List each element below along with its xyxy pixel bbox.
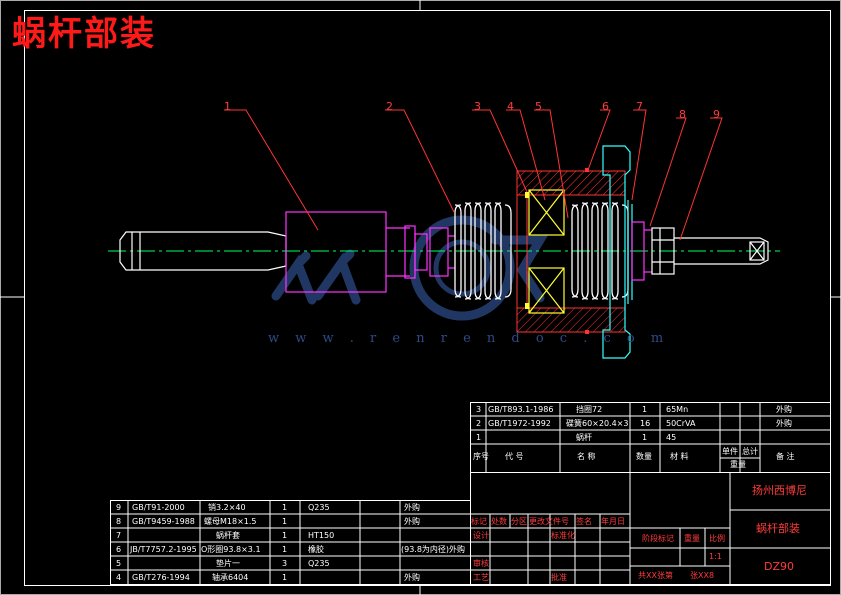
bom-code: GB/T91-2000 xyxy=(132,503,185,512)
bom-name: 挡圈72 xyxy=(576,405,603,414)
bom-seq: 2 xyxy=(476,419,482,428)
balloon-5: 5 xyxy=(535,100,542,113)
bom-seq: 3 xyxy=(476,405,482,414)
bom-material: 橡胶 xyxy=(308,545,324,554)
scale-value: 1:1 xyxy=(709,552,722,561)
approve-label: 批准 xyxy=(551,573,567,582)
bom-header-name: 名 称 xyxy=(577,452,596,461)
bom-seq: 7 xyxy=(116,531,122,540)
balloon-4: 4 xyxy=(507,100,514,113)
scale-label: 比例 xyxy=(709,534,725,543)
title-block-grid xyxy=(470,472,831,585)
bom-note: 外购 xyxy=(776,419,792,428)
sheets-total: 共XX张第 xyxy=(638,571,673,580)
bom-note: (93.8为内径)外购 xyxy=(401,545,466,554)
bom-qty: 1 xyxy=(282,545,288,554)
weight-label: 重量 xyxy=(684,534,700,543)
review-label: 审核 xyxy=(473,559,489,568)
bom-header-unit: 单件 xyxy=(722,447,738,456)
bom-qty: 3 xyxy=(282,559,288,568)
worm-shaft xyxy=(119,231,287,271)
bom-material: HT150 xyxy=(308,531,335,540)
bom-header-total: 总计 xyxy=(742,447,758,456)
bom-material: Q235 xyxy=(308,503,330,512)
bom-material: 45 xyxy=(666,433,677,442)
process-label: 工艺 xyxy=(473,573,489,582)
balloon-6: 6 xyxy=(602,100,609,113)
bom-header-material: 材 料 xyxy=(670,452,689,461)
bom-code: GB/T893.1-1986 xyxy=(488,405,554,414)
bom-header-code: 代 号 xyxy=(505,452,524,461)
balloon-9: 9 xyxy=(713,108,720,121)
rev-date: 年月日 xyxy=(601,517,625,526)
rev-zone: 分区 xyxy=(511,517,527,526)
bom-header-note: 备 注 xyxy=(776,452,795,461)
standardization-label: 标准化 xyxy=(551,531,575,540)
bom-material: 50CrVA xyxy=(666,419,696,428)
bom-code: GB/T1972-1992 xyxy=(488,419,551,428)
bom-seq: 6 xyxy=(116,545,122,554)
balloon-leaders xyxy=(224,109,723,241)
bom-note: 外购 xyxy=(404,573,420,582)
o-ring-marks xyxy=(525,168,589,334)
disc-spring-stack-1 xyxy=(454,202,512,300)
bom-qty: 1 xyxy=(642,433,648,442)
lock-nut xyxy=(631,221,652,281)
bom-code: GB/T276-1994 xyxy=(132,573,190,582)
bom-qty: 1 xyxy=(282,531,288,540)
nut-m18 xyxy=(651,227,675,275)
bom-header-qty: 数量 xyxy=(636,452,652,461)
watermark-url: w w w . r e n r e n d o c . c o m xyxy=(268,331,670,346)
bom-note: 外购 xyxy=(404,517,420,526)
bom-material: Q235 xyxy=(308,559,330,568)
bom-note: 外购 xyxy=(776,405,792,414)
bom-seq: 1 xyxy=(476,433,482,442)
bom-name: 碟簧60×20.4×3 xyxy=(566,419,629,428)
rev-mark: 标记 xyxy=(471,517,487,526)
bom-qty: 1 xyxy=(282,573,288,582)
bom-qty: 1 xyxy=(282,503,288,512)
bom-note: 外购 xyxy=(404,503,420,512)
bom-seq: 4 xyxy=(116,573,122,582)
bom-qty: 1 xyxy=(642,405,648,414)
inner-frame xyxy=(24,10,831,586)
bearing-6404 xyxy=(528,189,565,314)
bom-name: 轴承6404 xyxy=(212,573,249,582)
bom-header-seq: 序号 xyxy=(473,452,489,461)
bom-name: 销3.2×40 xyxy=(208,503,246,512)
drawing-number: DZ90 xyxy=(764,560,795,573)
design-label: 设计 xyxy=(473,531,489,540)
stage-label: 阶段标记 xyxy=(642,534,674,543)
balloon-2: 2 xyxy=(386,100,393,113)
balloon-8: 8 xyxy=(679,108,686,121)
bom-qty: 16 xyxy=(640,419,651,428)
company-name: 扬州西博尼 xyxy=(752,484,807,497)
drawing-title: 蜗杆部装 xyxy=(12,14,156,54)
sheet-number: 张XX8 xyxy=(690,571,715,580)
balloon-1: 1 xyxy=(224,100,231,113)
balloon-7: 7 xyxy=(636,100,643,113)
shaft-sleeve xyxy=(285,211,455,293)
bom-seq: 8 xyxy=(116,517,122,526)
rev-file: 更改文件号 xyxy=(529,517,569,526)
bom-material: 65Mn xyxy=(666,405,689,414)
bom-name: 螺母M18×1.5 xyxy=(204,517,257,526)
rev-sign: 签名 xyxy=(576,517,592,526)
bom-qty: 1 xyxy=(282,517,288,526)
balloon-3: 3 xyxy=(474,100,481,113)
rev-count: 处数 xyxy=(491,517,507,526)
bom-name: O形圈93.8×3.1 xyxy=(201,545,261,554)
bom-seq: 9 xyxy=(116,503,122,512)
bom-code: JB/T7757.2-1995 xyxy=(130,545,197,554)
shaft-end xyxy=(674,237,769,265)
bom-name: 蜗杆套 xyxy=(216,531,240,540)
bom-name: 蜗杆 xyxy=(576,433,592,442)
bom-header-weight: 重量 xyxy=(730,460,746,469)
bom-code: GB/T9459-1988 xyxy=(132,517,195,526)
bom-name: 垫片一 xyxy=(216,559,240,568)
bom-seq: 5 xyxy=(116,559,122,568)
drawing-name: 蜗杆部装 xyxy=(756,522,800,535)
